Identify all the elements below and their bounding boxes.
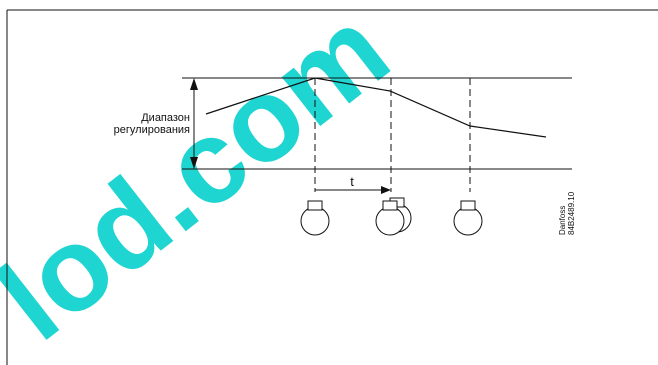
compressor-icon-2	[375, 200, 405, 236]
range-arrow-head-down	[190, 157, 198, 169]
figure-code-line1: Danfoss	[558, 206, 567, 235]
process-curve	[205, 77, 547, 138]
figure-code-line2: 84B2489.10	[567, 191, 576, 235]
time-arrow-head	[381, 186, 391, 194]
compressor-icon-1	[300, 200, 330, 236]
compressor-icon-3	[453, 200, 483, 236]
range-label-line1: Диапазон	[141, 112, 190, 124]
range-label-line2: регулирования	[114, 124, 190, 136]
time-label: t	[350, 174, 354, 189]
range-arrow-head-up	[190, 78, 198, 90]
